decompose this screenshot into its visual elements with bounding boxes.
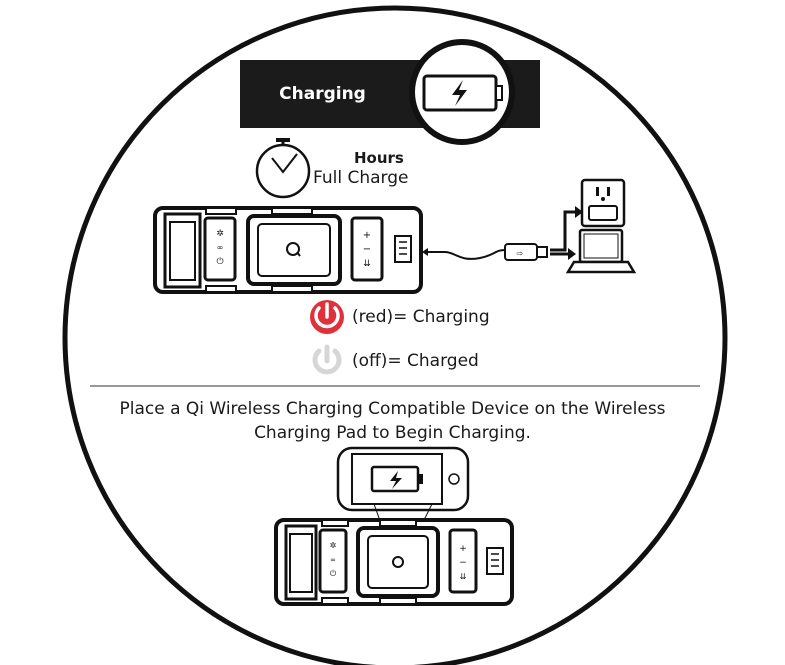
wall-outlet-icon — [582, 180, 624, 226]
svg-text:⇨: ⇨ — [517, 249, 524, 258]
charging-pad-device-bottom: ✲ ∞ ⏻ + − ⇊ — [276, 520, 512, 604]
power-icon-red — [310, 300, 344, 334]
instruction-text: Place a Qi Wireless Charging Compatible … — [90, 397, 695, 445]
header-title: Charging — [240, 60, 405, 128]
svg-text:+: + — [363, 230, 371, 241]
hours-label: Hours — [354, 149, 404, 167]
svg-text:−: − — [363, 244, 371, 255]
instruction-line-1: Place a Qi Wireless Charging Compatible … — [90, 397, 695, 421]
svg-text:−: − — [459, 558, 467, 568]
full-charge-label: Full Charge — [313, 168, 408, 188]
charging-pad-device-top: ✲ ∞ ⏻ + − ⇊ — [155, 208, 421, 292]
svg-text:⇊: ⇊ — [460, 572, 467, 581]
svg-text:✲: ✲ — [216, 229, 224, 239]
instruction-line-2: Charging Pad to Begin Charging. — [90, 421, 695, 445]
svg-text:⏻: ⏻ — [330, 569, 337, 578]
svg-text:⏻: ⏻ — [216, 256, 223, 267]
charged-legend-text: (off)= Charged — [352, 351, 479, 371]
battery-charging-icon — [424, 76, 502, 110]
svg-text:∞: ∞ — [217, 243, 224, 252]
phone-icon — [338, 448, 468, 510]
svg-text:+: + — [459, 544, 467, 554]
svg-text:✲: ✲ — [330, 541, 337, 550]
svg-text:⇊: ⇊ — [363, 259, 371, 269]
charging-legend-text: (red)= Charging — [352, 307, 490, 327]
svg-text:∞: ∞ — [330, 556, 336, 564]
